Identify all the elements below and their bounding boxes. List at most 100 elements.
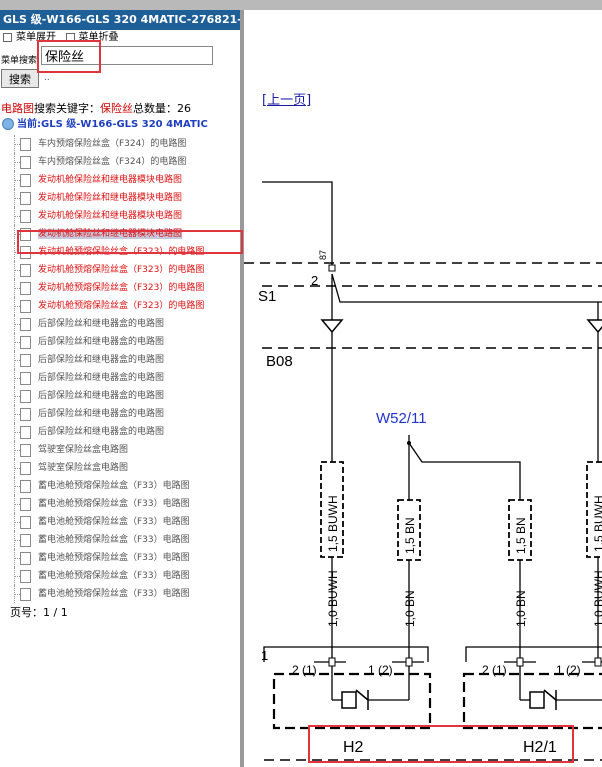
tree-item-label: 后部保险丝和继电器盒的电路图 bbox=[38, 355, 165, 365]
tree-item[interactable]: 后部保险丝和继电器盒的电路图 bbox=[0, 369, 240, 387]
feed-wire bbox=[262, 181, 333, 268]
tree-connector-h bbox=[14, 306, 20, 307]
pin-87-marker bbox=[328, 264, 336, 272]
tree-connector-h bbox=[14, 522, 20, 523]
page-label: 页号： bbox=[10, 606, 43, 619]
document-icon bbox=[20, 570, 31, 583]
current-vehicle-label: 当前:GLS 级-W166-GLS 320 4MATIC bbox=[17, 119, 208, 130]
menu-collapse-link[interactable]: 菜单折叠 bbox=[78, 32, 119, 43]
buwh-upper-right-label: 1,5 BUWH bbox=[592, 495, 602, 552]
document-icon bbox=[20, 426, 31, 439]
tree-item-label: 车内预熔保险丝盒（F324）的电路图 bbox=[38, 157, 187, 167]
search-button[interactable]: 搜索 bbox=[1, 69, 39, 88]
wire-2-label: 2 bbox=[311, 273, 318, 288]
tree-item[interactable]: 后部保险丝和继电器盒的电路图 bbox=[0, 351, 240, 369]
branch-wire bbox=[331, 273, 602, 303]
s1-label: S1 bbox=[258, 288, 276, 305]
tree-item[interactable]: 驾驶室保险丝盒电路图 bbox=[0, 441, 240, 459]
document-icon bbox=[20, 372, 31, 385]
search-row: 菜单搜索 bbox=[0, 46, 240, 68]
pin-87-label: 87 bbox=[318, 250, 328, 260]
document-icon bbox=[20, 390, 31, 403]
tree-item[interactable]: 蓄电池舱预熔保险丝盒（F33）电路图 bbox=[0, 531, 240, 549]
document-icon bbox=[20, 192, 31, 205]
tree-connector-h bbox=[14, 486, 20, 487]
document-icon bbox=[20, 210, 31, 223]
bn-lower-left-label: 1,0 BN bbox=[403, 590, 417, 627]
tree-item[interactable]: 蓄电池舱预熔保险丝盒（F33）电路图 bbox=[0, 495, 240, 513]
pin-a1-label: 2 (1) bbox=[292, 663, 317, 677]
tree-item[interactable]: 后部保险丝和继电器盒的电路图 bbox=[0, 423, 240, 441]
tree-connector-h bbox=[14, 162, 20, 163]
tree-item-label: 发动机舱预熔保险丝盒（F323）的电路图 bbox=[38, 301, 205, 311]
tree-item[interactable]: 蓄电池舱预熔保险丝盒（F33）电路图 bbox=[0, 549, 240, 567]
tree-item[interactable]: 蓄电池舱预熔保险丝盒（F33）电路图 bbox=[0, 567, 240, 585]
tree-item-label: 后部保险丝和继电器盒的电路图 bbox=[38, 409, 165, 419]
document-icon bbox=[20, 462, 31, 475]
component-h2-box bbox=[272, 672, 432, 730]
tree-item-label: 发动机舱保险丝和继电器模块电路图 bbox=[38, 211, 183, 221]
document-icon bbox=[20, 408, 31, 421]
search-summary: 电路图搜索关键字：保险丝总数量：26 bbox=[0, 101, 240, 117]
bn-upper-left-label: 1,5 BN bbox=[403, 517, 417, 554]
tree-connector-h bbox=[14, 432, 20, 433]
tree-item[interactable]: 蓄电池舱预熔保险丝盒（F33）电路图 bbox=[0, 477, 240, 495]
tree-item[interactable]: 发动机舱保险丝和继电器模块电路图 bbox=[0, 171, 240, 189]
tree-item[interactable]: 发动机舱预熔保险丝盒（F323）的电路图 bbox=[0, 261, 240, 279]
page-value: 1 / 1 bbox=[43, 606, 68, 619]
menu-expand-link[interactable]: 菜单展开 bbox=[16, 32, 56, 43]
panel-divider[interactable] bbox=[240, 10, 244, 767]
tree-connector-h bbox=[14, 594, 20, 595]
highlight-selected-item bbox=[17, 230, 243, 254]
page-indicator: 页号：1 / 1 bbox=[0, 605, 240, 621]
tree-item[interactable]: 车内预熔保险丝盒（F324）的电路图 bbox=[0, 153, 240, 171]
tree-item[interactable]: 后部保险丝和继电器盒的电路图 bbox=[0, 315, 240, 333]
document-icon bbox=[20, 552, 31, 565]
tree-item-label: 后部保险丝和继电器盒的电路图 bbox=[38, 373, 165, 383]
tree-connector-h bbox=[14, 180, 20, 181]
tree-connector-h bbox=[14, 342, 20, 343]
prev-page-link[interactable]: [上一页] bbox=[262, 93, 312, 108]
pin-b2-label: 1 (2) bbox=[556, 663, 581, 677]
highlight-search-box bbox=[37, 40, 101, 73]
tree-connector-h bbox=[14, 198, 20, 199]
b08-label: B08 bbox=[266, 353, 293, 370]
tree-item[interactable]: 车内预熔保险丝盒（F324）的电路图 bbox=[0, 135, 240, 153]
left-arrow-icon bbox=[320, 319, 344, 334]
expand-checkbox[interactable] bbox=[3, 32, 12, 42]
left-panel: GLS 级-W166-GLS 320 4MATIC-276821-C 菜单展开 … bbox=[0, 10, 240, 767]
connector-buwh-upper-right bbox=[586, 461, 602, 558]
current-vehicle[interactable]: 当前:GLS 级-W166-GLS 320 4MATIC bbox=[0, 117, 240, 133]
tree-connector-h bbox=[14, 324, 20, 325]
diagram-panel: [上一页] bbox=[244, 10, 602, 767]
tree-item[interactable]: 发动机舱预熔保险丝盒（F323）的电路图 bbox=[0, 297, 240, 315]
globe-icon bbox=[2, 118, 14, 130]
tree-item[interactable]: 蓄电池舱预熔保险丝盒（F33）电路图 bbox=[0, 585, 240, 603]
tree-item[interactable]: 后部保险丝和继电器盒的电路图 bbox=[0, 333, 240, 351]
terminal-d-mark bbox=[594, 657, 602, 667]
tree-item[interactable]: 驾驶室保险丝盒电路图 bbox=[0, 459, 240, 477]
bn-right-wire bbox=[408, 442, 521, 662]
pin-b1-label: 2 (1) bbox=[482, 663, 507, 677]
document-icon bbox=[20, 534, 31, 547]
tree-item[interactable]: 发动机舱保险丝和继电器模块电路图 bbox=[0, 207, 240, 225]
tree-item[interactable]: 蓄电池舱预熔保险丝盒（F33）电路图 bbox=[0, 513, 240, 531]
tree-item[interactable]: 后部保险丝和继电器盒的电路图 bbox=[0, 405, 240, 423]
search-input[interactable] bbox=[41, 46, 213, 65]
tree-item-label: 后部保险丝和继电器盒的电路图 bbox=[38, 319, 165, 329]
tree-connector-h bbox=[14, 396, 20, 397]
terminal-a-mark bbox=[328, 657, 336, 667]
tree-item[interactable]: 发动机舱预熔保险丝盒（F323）的电路图 bbox=[0, 279, 240, 297]
tree-item[interactable]: 后部保险丝和继电器盒的电路图 bbox=[0, 387, 240, 405]
document-icon bbox=[20, 444, 31, 457]
document-icon bbox=[20, 318, 31, 331]
pin-a2-label: 1 (2) bbox=[368, 663, 393, 677]
bn-lower-right-label: 1,0 BN bbox=[514, 590, 528, 627]
terminal-c-mark bbox=[516, 657, 524, 667]
tree-item[interactable]: 发动机舱保险丝和继电器模块电路图 bbox=[0, 189, 240, 207]
document-icon bbox=[20, 174, 31, 187]
connector-1-label: 1 bbox=[261, 648, 268, 663]
tree-item-label: 蓄电池舱预熔保险丝盒（F33）电路图 bbox=[38, 481, 190, 491]
connector-bn-upper-right bbox=[508, 499, 532, 561]
tree-connector-h bbox=[14, 576, 20, 577]
